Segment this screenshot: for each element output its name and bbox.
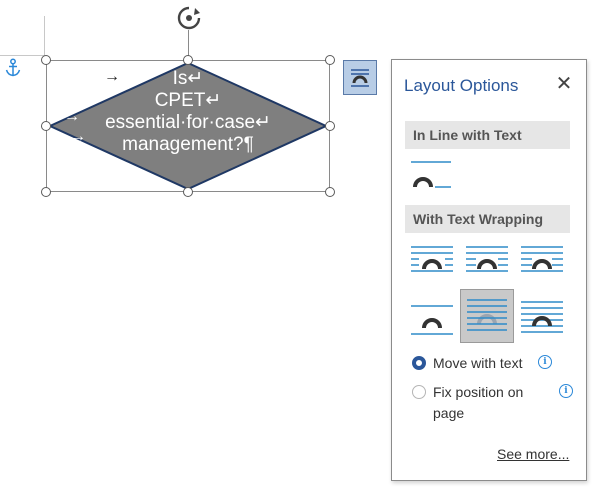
wrap-inline-button[interactable] bbox=[407, 158, 455, 198]
tab-arrow-icon: → bbox=[64, 108, 80, 125]
shape-text-line: Is↵ bbox=[172, 68, 204, 89]
see-more-link[interactable]: See more... bbox=[497, 446, 570, 462]
shape-text-line: management?¶ bbox=[122, 134, 254, 155]
wrap-in-front-of-text-button[interactable] bbox=[517, 297, 567, 349]
inline-wrap-icon bbox=[411, 161, 451, 188]
resize-handle-bottom[interactable] bbox=[183, 187, 193, 197]
shape-text-line: essential·for·case↵ bbox=[105, 112, 271, 133]
layout-options-panel: Layout Options ✕ In Line with Text With … bbox=[391, 59, 587, 481]
resize-handle-top-right[interactable] bbox=[325, 55, 335, 65]
shape-text-line: CPET↵ bbox=[154, 90, 222, 111]
anchor-icon[interactable] bbox=[4, 58, 22, 78]
tab-arrow-icon: → bbox=[70, 128, 86, 145]
section-inline-with-text: In Line with Text bbox=[405, 121, 570, 149]
info-icon[interactable]: i bbox=[538, 355, 552, 369]
resize-handle-bottom-right[interactable] bbox=[325, 187, 335, 197]
resize-handle-top-left[interactable] bbox=[41, 55, 51, 65]
wrap-in-front-icon bbox=[521, 301, 563, 333]
layout-options-icon bbox=[351, 69, 369, 87]
panel-title: Layout Options bbox=[404, 76, 519, 95]
margin-guide bbox=[44, 16, 45, 56]
wrap-through-icon bbox=[521, 246, 563, 272]
margin-guide bbox=[0, 55, 44, 56]
move-with-text-label: Move with text bbox=[433, 355, 523, 371]
wrap-tight-icon bbox=[466, 246, 508, 272]
move-with-text-option[interactable]: Move with text i bbox=[412, 353, 582, 375]
resize-handle-bottom-left[interactable] bbox=[41, 187, 51, 197]
wrap-through-button[interactable] bbox=[517, 240, 567, 292]
wrap-behind-text-button[interactable] bbox=[460, 289, 514, 343]
info-icon[interactable]: i bbox=[559, 384, 573, 398]
rotate-connector bbox=[188, 30, 189, 60]
wrap-square-icon bbox=[411, 246, 453, 272]
fix-position-label: page bbox=[433, 405, 465, 421]
wrap-tight-button[interactable] bbox=[462, 240, 512, 292]
rotate-handle-icon[interactable] bbox=[175, 4, 203, 32]
wrap-square-button[interactable] bbox=[407, 240, 457, 292]
wrap-top-bottom-icon bbox=[411, 305, 453, 335]
close-icon[interactable]: ✕ bbox=[555, 73, 573, 95]
resize-handle-left[interactable] bbox=[41, 121, 51, 131]
move-with-text-radio[interactable] bbox=[412, 356, 426, 370]
shape-text[interactable]: Is↵ CPET↵ essential·for·case↵ management… bbox=[78, 68, 298, 156]
wrap-top-bottom-button[interactable] bbox=[407, 297, 457, 349]
resize-handle-top[interactable] bbox=[183, 55, 193, 65]
fix-position-option[interactable]: Fix position on page i bbox=[412, 382, 582, 426]
fix-position-radio[interactable] bbox=[412, 385, 426, 399]
layout-options-button[interactable] bbox=[343, 60, 377, 95]
fix-position-label: Fix position on bbox=[433, 384, 524, 400]
wrap-behind-text-icon bbox=[467, 299, 507, 331]
resize-handle-right[interactable] bbox=[325, 121, 335, 131]
section-with-text-wrapping: With Text Wrapping bbox=[405, 205, 570, 233]
tab-arrow-icon: → bbox=[104, 68, 120, 85]
